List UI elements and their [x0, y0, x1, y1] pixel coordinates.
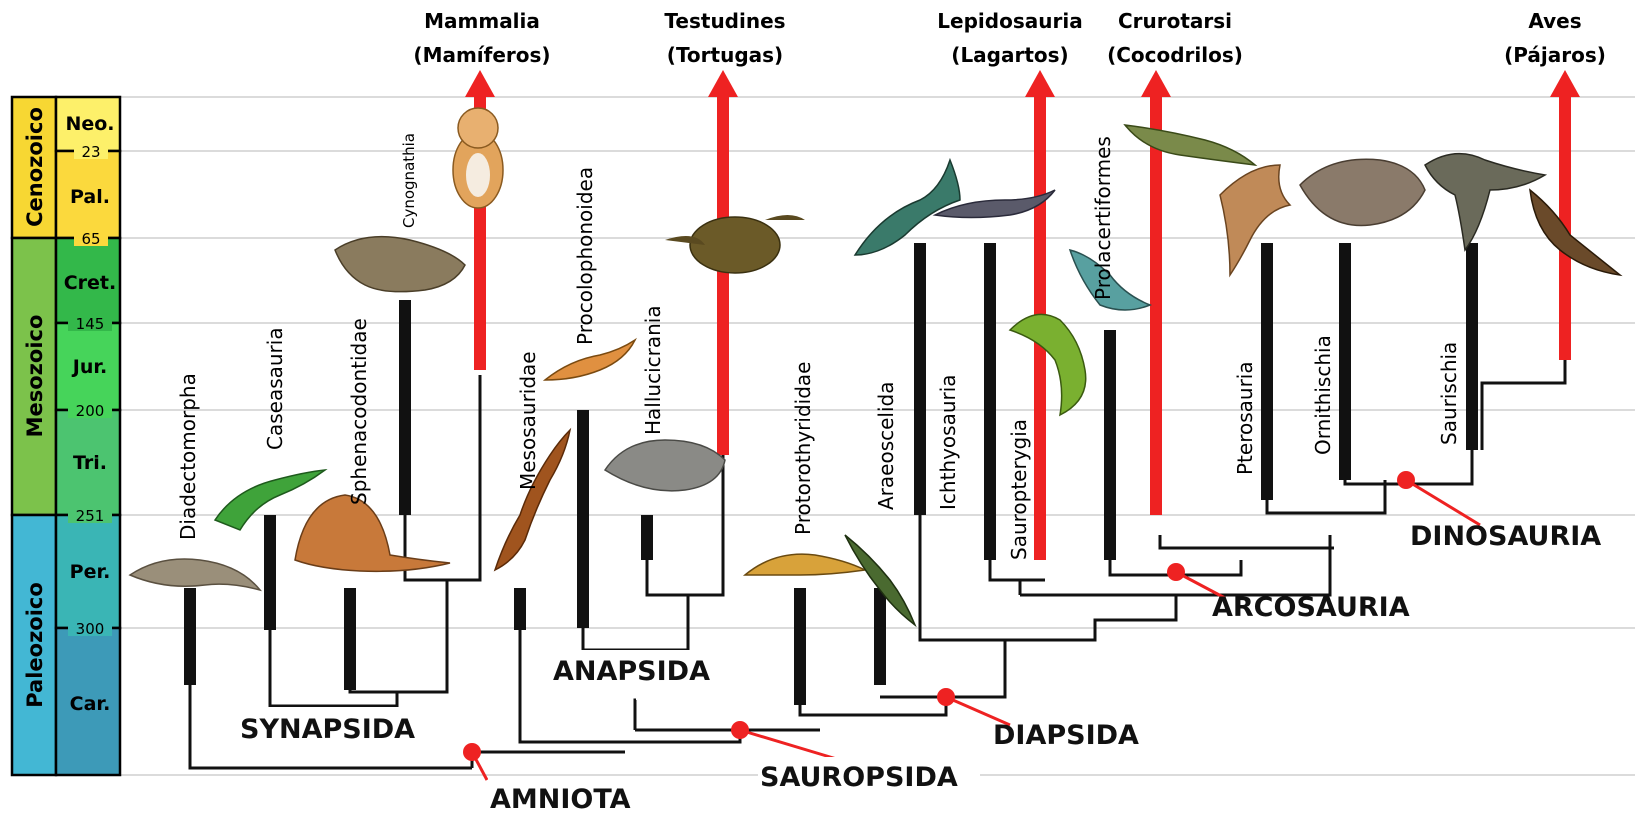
living-group-crurotarsi: Crurotarsi	[1118, 9, 1232, 33]
lineage-bar-pterosauria	[1261, 243, 1273, 500]
taxon-label-caseasauria: Caseasauria	[263, 327, 287, 450]
procolophonoidea-illustration	[545, 340, 635, 380]
taxon-label-sauropterygia: Sauropterygia	[1007, 419, 1031, 560]
taxon-label-prolacertiformes: Prolacertiformes	[1091, 136, 1115, 300]
taxon-label-hallucicrania: Hallucicrania	[641, 305, 665, 435]
living-group-testudines: Testudines	[664, 9, 785, 33]
lineage-bar-procolophonoidea	[577, 410, 589, 628]
living-group-mammalia: Mammalia	[424, 9, 540, 33]
aves-eagle-illustration	[1530, 190, 1620, 275]
clade-label-amniota: AMNIOTA	[490, 784, 631, 812]
time-tick: 251	[76, 507, 105, 525]
time-tick: 200	[76, 402, 105, 420]
lineage-bar-hallucicrania	[641, 515, 653, 560]
lineage-bar-protorothyrididae	[794, 588, 806, 705]
node-sauropsida	[731, 721, 749, 739]
ichthyosauria-illustration	[855, 160, 960, 255]
testudines-turtle-illustration	[665, 215, 805, 273]
node-arcosauria	[1167, 563, 1185, 581]
sphenacodontidae-illustration	[295, 495, 450, 571]
living-group-labels: Mammalia (Mamíferos) Testudines (Tortuga…	[413, 9, 1605, 67]
arrowhead-mammalia	[465, 70, 495, 97]
lineage-bar-mesosauridae	[514, 588, 526, 630]
time-tick: 65	[81, 230, 100, 248]
taxon-label-pterosauria: Pterosauria	[1233, 361, 1257, 475]
taxon-label-diadectomorpha: Diadectomorpha	[176, 373, 200, 540]
living-group-lepidosauria-common: (Lagartos)	[951, 43, 1068, 67]
lineage-bar-araeoscelida	[874, 588, 886, 685]
extant-bar-testudines	[717, 95, 729, 455]
lineage-bar-prolacertiformes	[1104, 330, 1116, 560]
taxon-label-sphenacodontidae: Sphenacodontidae	[347, 318, 371, 505]
lineage-bar-caseasauria	[264, 515, 276, 630]
living-group-mammalia-common: (Mamíferos)	[413, 43, 550, 67]
period-label-neo: Neo.	[65, 113, 114, 135]
period-label-car: Car.	[70, 693, 111, 715]
era-label-paleozoic: Paleozoico	[23, 582, 47, 708]
era-label-mesozoic: Mesozoico	[23, 315, 47, 438]
lineage-bar-sauropterygia	[984, 243, 996, 560]
mammal-cat-illustration	[453, 108, 503, 208]
taxon-label-ichthyosauria: Ichthyosauria	[936, 374, 960, 510]
living-group-aves-common: (Pájaros)	[1504, 43, 1606, 67]
clade-nodes	[463, 471, 1480, 780]
arrowhead-aves	[1550, 70, 1580, 97]
lepidosauria-lizard-illustration	[1010, 314, 1086, 415]
node-dinosauria	[1397, 471, 1415, 489]
era-column: Cenozoico Mesozoico Paleozoico	[12, 97, 56, 775]
saurischia-theropod-illustration	[1425, 154, 1545, 250]
taxon-label-protorothyrididae: Protorothyrididae	[791, 362, 815, 535]
ornithischia-triceratops-illustration	[1300, 159, 1425, 225]
taxon-label-araeoscelida: Araeoscelida	[874, 382, 898, 511]
time-tick: 300	[76, 620, 105, 638]
arrowhead-crurotarsi	[1141, 70, 1171, 97]
arrowhead-lepidosauria	[1025, 70, 1055, 97]
lineage-bar-saurischia	[1466, 243, 1478, 450]
clade-label-dinosauria: DINOSAURIA	[1410, 521, 1601, 552]
living-group-aves: Aves	[1528, 9, 1581, 33]
crurotarsi-crocodile-illustration	[1125, 125, 1255, 165]
period-label-per: Per.	[70, 561, 111, 583]
taxon-label-cynognathia: Cynognathia	[400, 133, 418, 228]
taxon-label-ornithischia: Ornithischia	[1311, 335, 1335, 455]
period-label-tri: Tri.	[73, 452, 107, 474]
period-label-jur: Jur.	[71, 356, 107, 378]
living-group-lepidosauria: Lepidosauria	[937, 9, 1082, 33]
period-label-cret: Cret.	[64, 272, 117, 294]
node-amniota	[463, 743, 481, 761]
living-group-crurotarsi-common: (Cocodrilos)	[1107, 43, 1243, 67]
protorothyrididae-illustration	[745, 554, 865, 575]
lineage-bar-cynognathia	[399, 300, 411, 515]
time-tick: 145	[76, 315, 105, 333]
era-label-cenozoic: Cenozoico	[23, 107, 47, 227]
clade-label-synapsida: SYNAPSIDA	[240, 714, 415, 745]
node-diapsida	[937, 688, 955, 706]
taxon-label-mesosauridae: Mesosauridae	[516, 351, 540, 490]
fossil-lineage-bars	[184, 243, 1478, 705]
arrowhead-testudines	[708, 70, 738, 97]
clade-label-diapsida: DIAPSIDA	[993, 720, 1139, 751]
pterosauria-illustration	[1220, 165, 1290, 275]
hallucicrania-illustration	[605, 440, 725, 491]
lineage-bar-ornithischia	[1339, 243, 1351, 480]
taxon-label-saurischia: Saurischia	[1437, 342, 1461, 445]
period-column: Neo. Pal. Cret. Jur. Tri. Per. Car.	[56, 97, 120, 775]
lineage-bar-sphenacodontidae	[344, 588, 356, 690]
lineage-bar-ichthyosauria	[914, 243, 926, 515]
clade-label-sauropsida: SAUROPSIDA	[760, 762, 958, 793]
living-group-testudines-common: (Tortugas)	[667, 43, 783, 67]
period-label-pal: Pal.	[70, 186, 110, 208]
clade-label-anapsida: ANAPSIDA	[553, 656, 710, 687]
time-tick: 23	[81, 143, 100, 161]
clade-label-arcosauria: ARCOSAURIA	[1212, 592, 1410, 623]
lineage-bar-diadectomorpha	[184, 588, 196, 685]
diadectomorpha-illustration	[130, 559, 260, 590]
cynognathia-illustration	[335, 237, 465, 292]
taxon-label-procolophonoidea: Procolophonoidea	[573, 167, 597, 345]
